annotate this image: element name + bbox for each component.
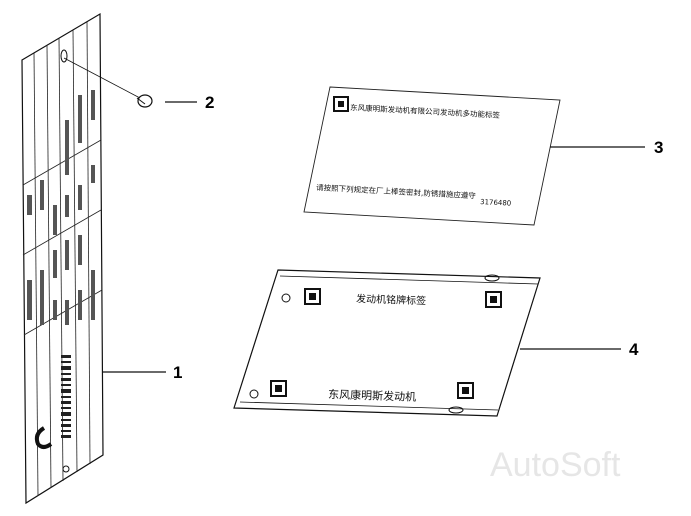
mount-hole — [281, 293, 291, 303]
rivet-hole-bottom — [62, 465, 70, 473]
part-4-engine-plate: 发动机铭牌标签 东风康明斯发动机 — [233, 269, 541, 417]
qr-code-icon — [270, 288, 502, 399]
mount-hole — [249, 389, 259, 399]
plate-4-line-bottom: 东风康明斯发动机 — [328, 387, 416, 404]
callout-2: 2 — [205, 93, 214, 112]
rivet-hole-top — [60, 49, 68, 63]
qr-code-icon — [333, 96, 349, 112]
part-1-nameplate — [21, 12, 104, 505]
part-3-instruction-label: 东风康明斯发动机有限公司发动机多功能标签 请按照下列规定在厂上棒签密封,防锈措施… — [303, 86, 561, 226]
plate-4-line-top: 发动机铭牌标签 — [356, 292, 426, 307]
watermark-logo: AutoSoft — [490, 446, 621, 484]
label-3-part-number: 3176480 — [480, 198, 512, 208]
part-2-rivet — [63, 57, 153, 108]
leader-lines — [103, 101, 645, 373]
callout-4: 4 — [629, 340, 639, 359]
callout-3: 3 — [654, 138, 663, 157]
rivet-head-icon — [137, 94, 153, 108]
callout-1: 1 — [173, 363, 182, 382]
barcode — [61, 355, 71, 438]
cummins-logo-icon — [34, 426, 53, 449]
